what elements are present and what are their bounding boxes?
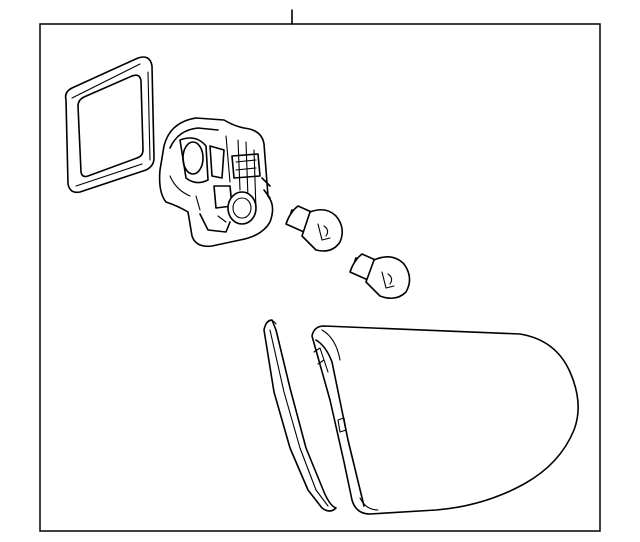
lamp-lens — [311, 325, 579, 515]
bulb-upper — [285, 205, 344, 252]
diagram-frame — [39, 23, 601, 532]
bulb-lower — [349, 253, 411, 300]
bulb-socket — [158, 117, 274, 248]
seal-strip — [263, 319, 337, 512]
gasket — [64, 56, 155, 194]
